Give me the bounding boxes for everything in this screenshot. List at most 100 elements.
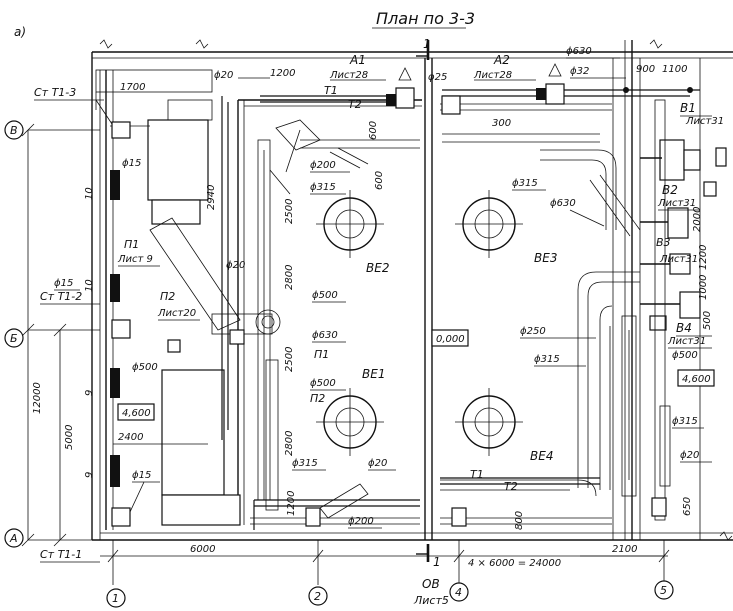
dim-900: 900	[636, 64, 655, 75]
label-ve1: ВЕ1	[362, 367, 385, 381]
dim-1700: 1700	[120, 82, 145, 93]
label-ov: ОВ	[422, 577, 440, 591]
label-st-t1-1: Ст Т1-1	[40, 548, 82, 561]
label-b4-sheet: Лист31	[667, 336, 706, 347]
axis-bubble-5	[654, 580, 674, 600]
dim-500: 500	[702, 311, 713, 330]
fan-ve3	[455, 190, 523, 258]
section-mark-top: 1	[423, 37, 431, 51]
dim-1200-top: 1200	[270, 68, 295, 79]
section-cut-1-1: 1 1	[416, 37, 441, 569]
axis-label-a: А	[9, 532, 18, 545]
dia-500-b: ϕ500	[132, 362, 158, 373]
break-marks	[99, 39, 733, 541]
axis-bubble-b	[4, 328, 24, 348]
right-duct-network	[319, 133, 641, 519]
duct-risers	[255, 119, 420, 511]
dim-12000: 12000	[32, 382, 43, 414]
dim-2500-a: 2500	[284, 199, 295, 224]
label-ve4: ВЕ4	[530, 449, 553, 463]
label-t2-top: Т2	[348, 98, 362, 111]
axis-label-v: В	[10, 124, 18, 137]
dim-9-b: 9	[84, 472, 95, 478]
label-t2-bottom: Т2	[504, 480, 518, 493]
dim-2000: 2000	[692, 207, 703, 232]
dia-20-a: ϕ20	[214, 70, 233, 81]
elev-0000: 0,000	[436, 334, 465, 345]
dim-6000: 6000	[190, 544, 215, 555]
fan-ve2	[316, 190, 384, 258]
diameter-callouts: ϕ20 ϕ25 ϕ630 ϕ32 ϕ15 ϕ15 ϕ15 ϕ200 ϕ315 ϕ…	[54, 46, 699, 527]
dia-15-b: ϕ15	[54, 278, 73, 289]
label-p1-duct: П1	[314, 348, 329, 361]
dia-500-c: ϕ500	[310, 378, 336, 389]
axis-bubble-4	[449, 582, 469, 602]
label-a1-sheet: Лист28	[329, 70, 368, 81]
label-p2-unit: П2	[160, 290, 175, 303]
label-p1-unit: П1	[124, 238, 139, 251]
dia-315-a: ϕ315	[310, 182, 336, 193]
building-walls	[91, 40, 733, 541]
dim-2100: 2100	[612, 544, 637, 555]
dim-600-b: 600	[374, 171, 385, 190]
dia-315-b: ϕ315	[512, 178, 538, 189]
dia-200-a: ϕ200	[310, 160, 336, 171]
axis-bubble-1	[106, 588, 126, 608]
fan-ve4	[455, 388, 523, 456]
axis-label-4: 4	[455, 586, 462, 599]
axis-bubble-a	[4, 528, 24, 548]
label-b1: В1	[680, 101, 696, 115]
equipment-units	[110, 99, 273, 526]
dia-32: ϕ32	[570, 66, 589, 77]
dim-1200-b: 1200	[286, 491, 297, 516]
sub-label: а)	[14, 25, 26, 39]
dim-600-a: 600	[368, 121, 379, 140]
dia-20-b: ϕ20	[226, 260, 245, 271]
dia-500-d: ϕ500	[672, 350, 698, 361]
elev-4600-left: 4,600	[122, 408, 151, 419]
dim-1200-c: 1200	[698, 245, 709, 270]
dia-200-b: ϕ200	[348, 516, 374, 527]
dia-315-d: ϕ315	[672, 416, 698, 427]
label-a2-sheet: Лист28	[473, 70, 512, 81]
axis-bubble-2	[308, 586, 328, 606]
right-equipment	[640, 99, 727, 521]
label-p2-sheet: Лист20	[157, 308, 196, 319]
axis-label-2: 2	[314, 590, 321, 603]
label-a1: А1	[349, 53, 366, 67]
label-b3-sheet: Лист31	[659, 254, 698, 265]
dim-4x6000: 4 × 6000 = 24000	[468, 558, 561, 569]
dim-800: 800	[514, 511, 525, 530]
dim-9-a: 9	[84, 390, 95, 396]
dia-315-c: ϕ315	[534, 354, 560, 365]
dia-500-a: ϕ500	[312, 290, 338, 301]
dia-630-b: ϕ630	[550, 198, 576, 209]
elev-4600-right: 4,600	[682, 374, 711, 385]
dim-10-b: 10	[84, 279, 95, 292]
dim-1100: 1100	[662, 64, 687, 75]
dia-250: ϕ250	[520, 326, 546, 337]
axis-grid: В Б А 1 2 4 5	[4, 120, 674, 608]
dim-1000: 1000	[698, 275, 709, 300]
label-b3: В3	[656, 236, 671, 249]
label-b1-sheet: Лист31	[685, 116, 724, 127]
axis-bubble-v	[4, 120, 24, 140]
heating-pipes	[221, 87, 700, 530]
dim-2800-b: 2800	[284, 431, 295, 456]
label-b4: В4	[676, 321, 692, 335]
dia-20-d: ϕ20	[368, 458, 387, 469]
dim-2400: 2400	[118, 432, 143, 443]
dim-650: 650	[682, 497, 693, 516]
label-p1-sheet: Лист 9	[117, 254, 153, 265]
label-a2: А2	[493, 53, 510, 67]
dimension-texts: 1700 1200 900 1100 300 600 600 2940 2500…	[32, 64, 713, 569]
section-mark-bottom: 1	[433, 555, 441, 569]
label-t1-top: Т1	[324, 84, 338, 97]
dia-15-a: ϕ15	[122, 158, 141, 169]
valve-boxes	[167, 63, 667, 527]
label-p2-duct: П2	[310, 392, 325, 405]
equipment-labels: А1 Лист28 А2 Лист28 Т1 Т2 Т1 Т2 Ст Т1-3 …	[34, 53, 724, 607]
leader-lines	[34, 57, 712, 563]
axis-label-1: 1	[112, 592, 119, 605]
